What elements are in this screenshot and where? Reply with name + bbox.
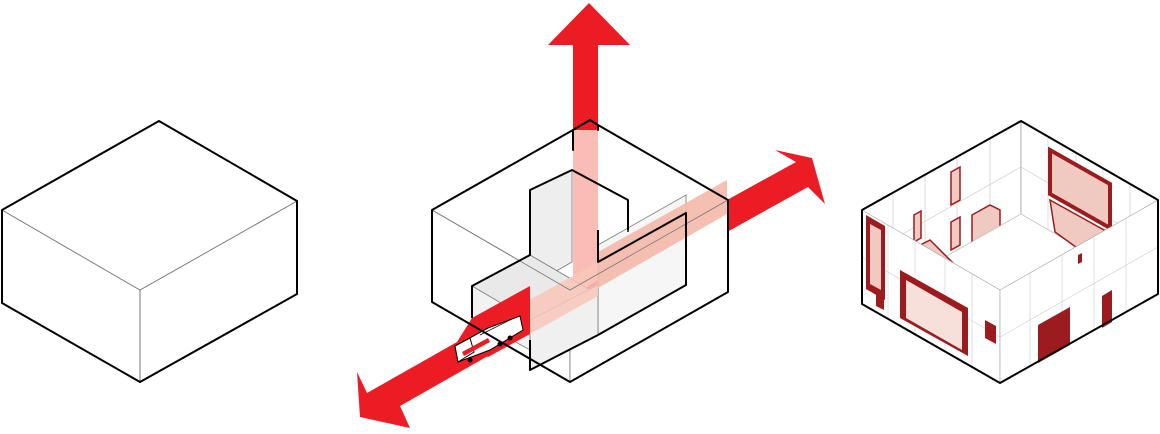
shell-outline: [861, 120, 1159, 384]
shell-slot-window-2: [950, 215, 961, 252]
left-path-tint: [508, 262, 598, 346]
front-opening-small: [985, 320, 996, 344]
volume-outline: [431, 119, 729, 383]
carved-void-outline-2: [529, 212, 687, 371]
plain-volume-outline: [1, 120, 298, 383]
arrow-left-icon: [357, 342, 488, 428]
right-path-tint: [598, 180, 727, 288]
front-opening-tall-left-inner: [870, 224, 881, 290]
plain-volume-panel: [1, 120, 298, 383]
shell-slot-window-3: [913, 209, 922, 244]
truck-icon: [454, 315, 524, 363]
front-opening-door-inner: [906, 280, 962, 350]
front-opening-bottom-left: [876, 288, 884, 310]
perforated-shell-panel: [861, 120, 1159, 384]
carved-volume-panel: [357, 3, 825, 428]
vertical-shaft-tint: [573, 130, 598, 295]
shell-slot-window-1: [950, 165, 961, 207]
front-opening-right: [1102, 290, 1112, 328]
front-opening-vent: [1078, 253, 1082, 264]
arrow-right-icon: [727, 150, 825, 232]
